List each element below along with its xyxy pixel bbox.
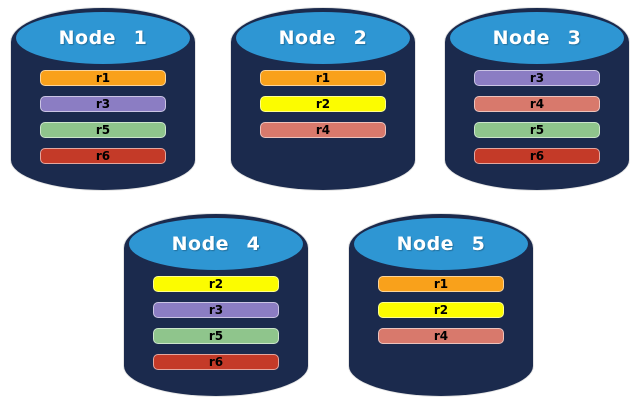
replica-list: r2 r3 r5 r6	[124, 276, 308, 370]
node-label: Node 1	[58, 27, 148, 49]
replica-label: r1	[95, 71, 111, 85]
replica-bar-r4: r4	[378, 328, 504, 344]
replica-bar-r3: r3	[40, 96, 166, 112]
replica-bar-r2: r2	[153, 276, 279, 292]
replica-list: r1 r3 r5 r6	[11, 70, 195, 164]
replica-bar-r4: r4	[474, 96, 600, 112]
replica-label: r6	[95, 149, 111, 163]
replica-label: r3	[95, 97, 111, 111]
database-node-2: Node 2 r1 r2 r4	[231, 8, 415, 190]
replica-label: r4	[433, 329, 449, 343]
replica-bar-r3: r3	[153, 302, 279, 318]
replica-label: r1	[433, 277, 449, 291]
replica-bar-r5: r5	[40, 122, 166, 138]
database-cylinder-top: Node 5	[354, 218, 528, 270]
replica-label: r2	[315, 97, 331, 111]
replica-label: r6	[529, 149, 545, 163]
replica-bar-r1: r1	[40, 70, 166, 86]
database-node-3: Node 3 r3 r4 r5 r6	[445, 8, 629, 190]
replica-label: r5	[529, 123, 545, 137]
database-cylinder-top: Node 4	[129, 218, 303, 270]
replica-label: r3	[208, 303, 224, 317]
database-cylinder-top: Node 3	[450, 12, 624, 64]
replica-label: r2	[208, 277, 224, 291]
replica-bar-r1: r1	[378, 276, 504, 292]
node-label: Node 3	[492, 27, 582, 49]
replica-list: r3 r4 r5 r6	[445, 70, 629, 164]
node-label: Node 4	[171, 233, 261, 255]
node-label: Node 2	[278, 27, 368, 49]
replica-bar-r2: r2	[260, 96, 386, 112]
replica-list: r1 r2 r4	[231, 70, 415, 138]
node-label: Node 5	[396, 233, 486, 255]
database-cylinder-top: Node 1	[16, 12, 190, 64]
replica-label: r5	[95, 123, 111, 137]
replica-label: r1	[315, 71, 331, 85]
replica-bar-r5: r5	[153, 328, 279, 344]
database-node-5: Node 5 r1 r2 r4	[349, 214, 533, 396]
replica-bar-r2: r2	[378, 302, 504, 318]
replica-label: r3	[529, 71, 545, 85]
replica-label: r4	[529, 97, 545, 111]
replica-bar-r6: r6	[153, 354, 279, 370]
replica-list: r1 r2 r4	[349, 276, 533, 344]
database-node-4: Node 4 r2 r3 r5 r6	[124, 214, 308, 396]
replica-bar-r6: r6	[40, 148, 166, 164]
replica-bar-r5: r5	[474, 122, 600, 138]
replica-label: r4	[315, 123, 331, 137]
database-node-1: Node 1 r1 r3 r5 r6	[11, 8, 195, 190]
replica-bar-r6: r6	[474, 148, 600, 164]
replica-label: r2	[433, 303, 449, 317]
replica-bar-r3: r3	[474, 70, 600, 86]
replica-label: r6	[208, 355, 224, 369]
replica-bar-r4: r4	[260, 122, 386, 138]
database-cylinder-top: Node 2	[236, 12, 410, 64]
replica-bar-r1: r1	[260, 70, 386, 86]
replica-label: r5	[208, 329, 224, 343]
